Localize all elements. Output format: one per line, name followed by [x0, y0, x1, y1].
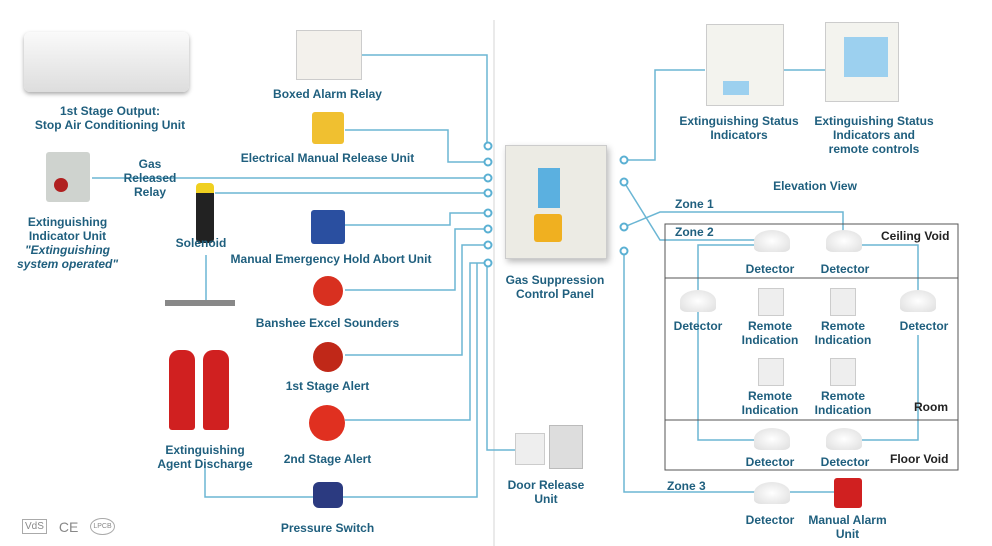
pressure-switch-image [313, 482, 343, 508]
manual-alarm-icon [834, 478, 862, 508]
elevation-view-label: Elevation View [773, 179, 857, 193]
detector-icon [826, 428, 862, 450]
detector-label: Detector [820, 262, 870, 276]
first-alert-label: 1st Stage Alert [285, 379, 370, 393]
boxed-alarm-relay-label: Boxed Alarm Relay [273, 87, 382, 101]
sounders-label: Banshee Excel Sounders [255, 316, 400, 330]
status-indicator-image [706, 24, 784, 106]
detector-label: Detector [745, 455, 795, 469]
sounder-image [313, 276, 343, 306]
air-conditioner-image [24, 32, 189, 92]
electrical-release-label: Electrical Manual Release Unit [240, 151, 415, 165]
zone1-label: Zone 1 [675, 197, 714, 211]
detector-icon [680, 290, 716, 312]
solenoid-label: Solenoid [175, 236, 227, 250]
room-label: Room [914, 400, 948, 414]
zone3-label: Zone 3 [667, 479, 706, 493]
certification-marks: VdS CE LPCB [22, 518, 115, 535]
remote-indicator-icon [830, 288, 856, 316]
hold-abort-image [311, 210, 345, 244]
pressure-switch-label: Pressure Switch [280, 521, 375, 535]
detector-icon [900, 290, 936, 312]
second-alert-label: 2nd Stage Alert [283, 452, 372, 466]
detector-icon [754, 428, 790, 450]
ac-label: 1st Stage Output:Stop Air Conditioning U… [34, 104, 186, 132]
status-remote-image [825, 22, 899, 102]
vds-mark: VdS [22, 519, 47, 534]
floor-void-label: Floor Void [890, 452, 949, 466]
lpcb-mark: LPCB [90, 518, 115, 535]
remote-indicator-icon [758, 288, 784, 316]
detector-icon [826, 230, 862, 252]
zone2-label: Zone 2 [675, 225, 714, 239]
electrical-release-image [312, 112, 344, 144]
solenoid-image [196, 183, 214, 243]
detector-label: Detector [745, 262, 795, 276]
control-panel-image [505, 145, 607, 259]
indicator-unit-image [46, 152, 90, 202]
boxed-alarm-relay-image [296, 30, 362, 80]
door-release-image [515, 425, 583, 469]
hold-abort-label: Manual Emergency Hold Abort Unit [230, 252, 432, 266]
detector-label: Detector [673, 319, 723, 333]
second-alert-image [309, 405, 345, 441]
cylinders-image [165, 300, 235, 430]
ce-mark: CE [58, 518, 79, 535]
detector-icon [754, 482, 790, 504]
remote-indicator-icon [830, 358, 856, 386]
remote-indicator-icon [758, 358, 784, 386]
ceiling-void-label: Ceiling Void [881, 229, 950, 243]
first-alert-image [313, 342, 343, 372]
detector-icon [754, 230, 790, 252]
detector-label: Detector [745, 513, 795, 527]
detector-label: Detector [820, 455, 870, 469]
detector-label: Detector [899, 319, 949, 333]
